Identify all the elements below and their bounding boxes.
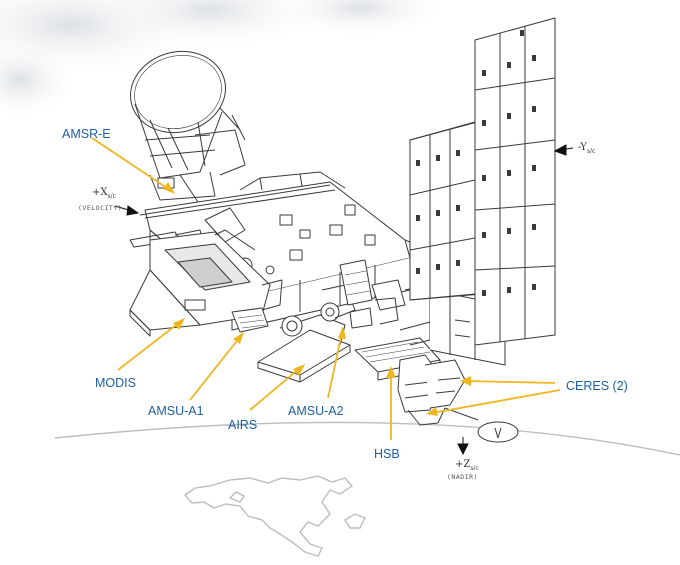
cloud-background bbox=[0, 0, 450, 120]
amsu-a1-leader bbox=[189, 336, 241, 401]
amsu-a1-instrument bbox=[231, 279, 283, 333]
amsu-a1-leader-arrowhead bbox=[233, 332, 244, 344]
modis-leader-arrowhead bbox=[173, 318, 185, 330]
airs-instrument bbox=[257, 284, 356, 383]
label-ceres: CERES (2) bbox=[566, 379, 628, 393]
label-amsu-a1: AMSU-A1 bbox=[148, 404, 204, 418]
airs-leader bbox=[249, 367, 301, 411]
amsu-a2-leader bbox=[327, 331, 343, 399]
modis-leader bbox=[117, 321, 181, 371]
amsr-e-leader bbox=[91, 137, 171, 191]
axis-z-label: +Zs/c bbox=[455, 459, 479, 472]
airs-leader-arrowhead bbox=[293, 364, 305, 376]
label-amsu-a2: AMSU-A2 bbox=[288, 404, 344, 418]
ceres-instruments bbox=[397, 354, 519, 443]
ceres-leader-lower-arrowhead bbox=[426, 407, 438, 416]
label-amsr-e: AMSR-E bbox=[62, 127, 111, 141]
ceres-leader-upper bbox=[465, 380, 556, 384]
earth-outline bbox=[54, 421, 680, 557]
axis-z-note: (NADIR) bbox=[447, 473, 478, 481]
axis-arrows bbox=[114, 144, 574, 456]
ceres-leader-upper-arrowhead bbox=[460, 376, 471, 386]
aqua-spacecraft bbox=[129, 17, 556, 443]
label-modis: MODIS bbox=[95, 376, 136, 390]
modis-instrument bbox=[129, 229, 271, 337]
amsu-a2-instrument bbox=[339, 259, 373, 329]
label-airs: AIRS bbox=[228, 418, 258, 432]
label-hsb: HSB bbox=[374, 447, 400, 461]
amsr-e-leader-arrowhead bbox=[163, 182, 175, 194]
axis-x-note: (VELOCITY) bbox=[78, 204, 123, 212]
axis-y-label: -Ys/c bbox=[578, 142, 596, 155]
axis-x-label: +Xs/c bbox=[92, 187, 116, 200]
amsu-a2-leader-arrowhead bbox=[338, 326, 346, 339]
ceres-leader-lower bbox=[431, 389, 561, 414]
solar-array bbox=[409, 17, 556, 346]
leader-lines bbox=[91, 137, 561, 440]
hsb-leader-arrowhead bbox=[386, 366, 396, 378]
